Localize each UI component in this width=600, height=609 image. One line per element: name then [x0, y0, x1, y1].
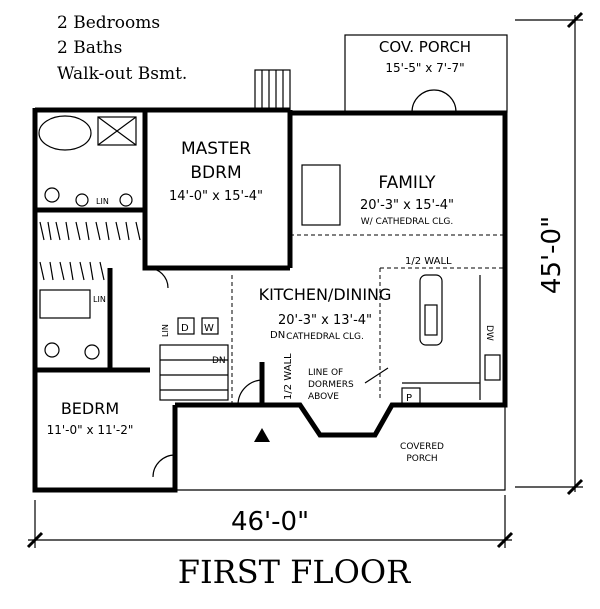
toilet	[44, 187, 60, 203]
depth-dimension: 45'-0"	[537, 216, 567, 294]
front-porch-outline	[175, 405, 506, 491]
master-bath-fixtures: LIN LIN	[38, 115, 169, 360]
dormers-label: ABOVE	[308, 392, 339, 402]
porch-size: 15'-5" x 7'-7"	[385, 61, 464, 75]
sink	[119, 193, 133, 207]
note-basement: Walk-out Bsmt.	[57, 64, 187, 84]
family-size: 20'-3" x 15'-4"	[360, 198, 454, 213]
stairs-interior	[159, 344, 229, 401]
kitchen-name: KITCHEN/DINING	[259, 285, 392, 304]
lin-label: LIN	[96, 197, 109, 206]
kitchen-size: 20'-3" x 13'-4"	[278, 313, 372, 328]
washer	[201, 317, 219, 335]
kitchen-note: CATHEDRAL CLG.	[286, 332, 364, 342]
washer-label: W	[204, 323, 214, 334]
bedroom-size: 11'-0" x 11'-2"	[47, 423, 134, 437]
family-name: FAMILY	[378, 173, 436, 193]
plan-notes: 2 Bedrooms 2 Baths Walk-out Bsmt.	[57, 13, 187, 84]
porch-name: COV. PORCH	[379, 38, 471, 56]
master-name: BDRM	[190, 163, 241, 183]
family-note: W/ CATHEDRAL CLG.	[361, 217, 453, 227]
dryer-label: D	[181, 323, 189, 334]
closet-hangers	[39, 221, 141, 241]
room-labels: COV. PORCH 15'-5" x 7'-7" MASTER BDRM 14…	[47, 38, 471, 478]
dryer	[177, 317, 195, 335]
dn-label: DN	[270, 330, 285, 341]
master-door	[147, 267, 169, 289]
fireplace	[301, 164, 341, 226]
note-baths: 2 Baths	[57, 38, 122, 58]
master-size: 14'-0" x 15'-4"	[169, 189, 263, 204]
covered-porch-label: PORCH	[406, 454, 437, 464]
bedroom-name: BEDRM	[61, 399, 119, 418]
kitchen-fixtures: 1/2 WALL P DW	[231, 164, 505, 406]
stairs-exterior	[254, 69, 291, 111]
dw-label: DW	[484, 325, 494, 341]
pantry	[401, 387, 421, 406]
toilet-2	[44, 342, 60, 358]
cooktop	[424, 304, 438, 336]
sink-2	[84, 344, 100, 360]
covered-porch-label: COVERED	[400, 442, 444, 452]
dimension-width: 46'-0"	[26, 495, 514, 549]
entry-arrow-icon	[254, 428, 270, 442]
half-wall-label: 1/2 WALL	[283, 353, 294, 400]
lin-label: LIN	[161, 324, 170, 337]
porch-door	[411, 89, 457, 113]
kitchen-sink	[484, 354, 501, 381]
dormers-label: LINE OF	[308, 368, 343, 378]
plan-title: FIRST FLOOR	[178, 553, 411, 591]
dormers-label: DORMERS	[308, 380, 354, 390]
shower	[97, 116, 137, 146]
island	[419, 274, 443, 346]
bedroom-door	[152, 454, 176, 478]
laundry-stairs: LIN D W DN DN 1/2 WALL	[159, 317, 294, 442]
entry-door	[237, 379, 264, 406]
master-name: MASTER	[181, 139, 251, 159]
dimension-depth: 45'-0"	[515, 11, 584, 496]
lin-label: LIN	[93, 295, 106, 304]
tub-2	[39, 289, 91, 319]
dn-label: DN	[212, 356, 226, 366]
pantry-label: P	[406, 393, 412, 404]
half-wall-label: 1/2 WALL	[405, 256, 452, 267]
note-bedrooms: 2 Bedrooms	[57, 13, 160, 33]
counter	[402, 275, 481, 400]
width-dimension: 46'-0"	[231, 507, 309, 537]
tub	[38, 115, 92, 151]
sink	[75, 193, 89, 207]
